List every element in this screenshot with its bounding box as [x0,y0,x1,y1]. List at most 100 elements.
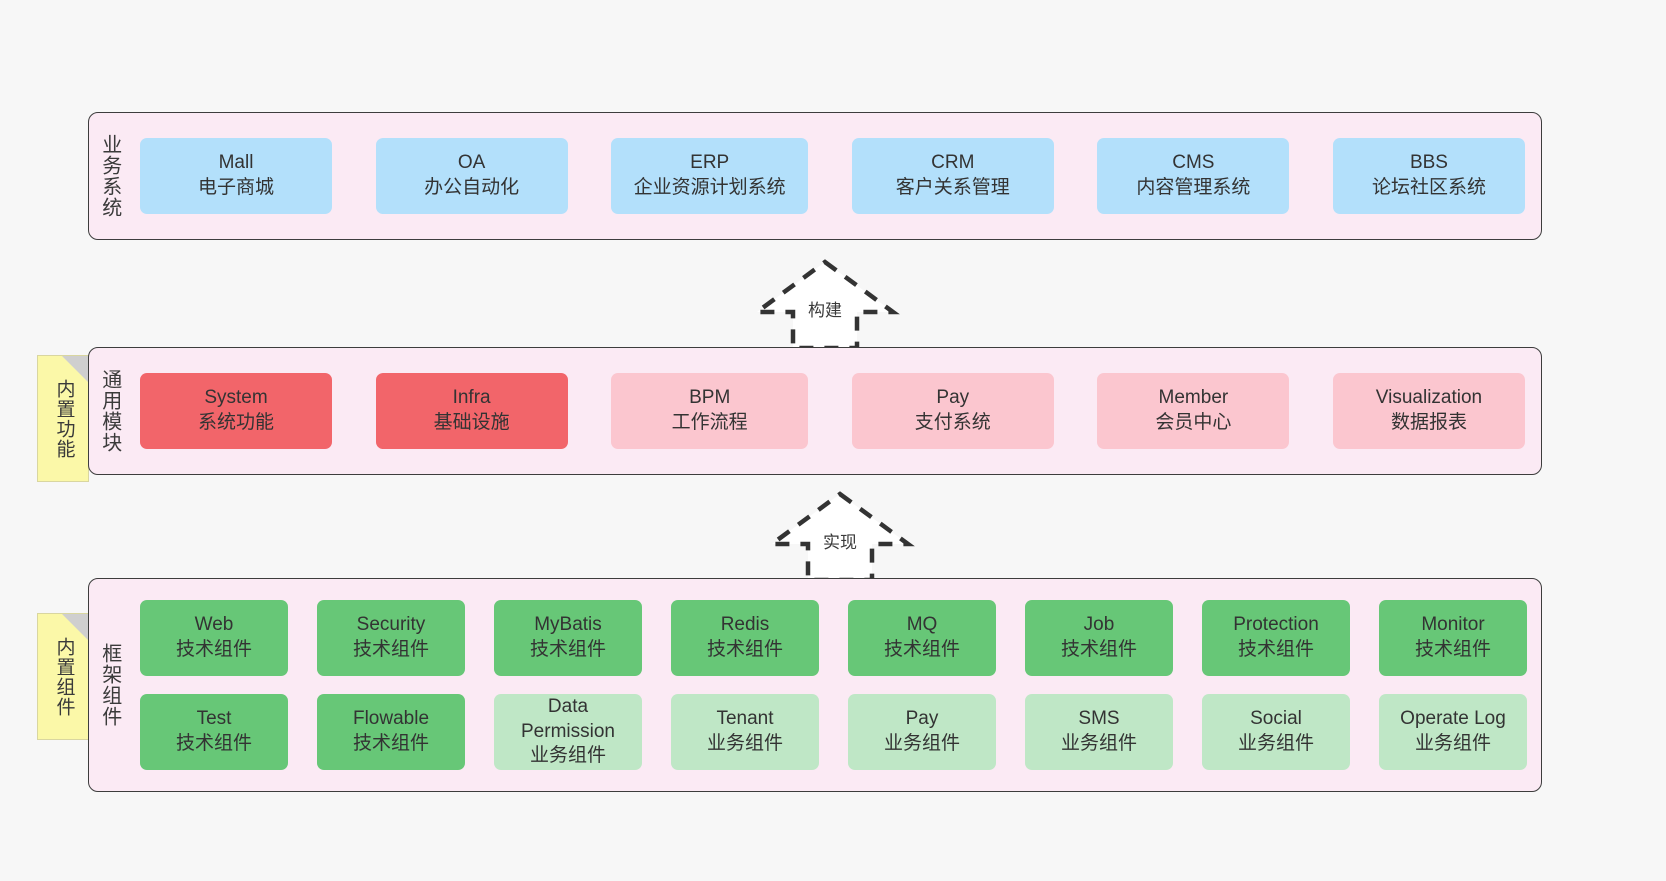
box-mall-name: Mall [218,152,254,174]
box-mybatis[interactable]: MyBatis 技术组件 [494,600,642,676]
box-pay-component-name: Pay [905,708,939,730]
arrow-implement-glyph [765,491,915,582]
box-web-desc: 技术组件 [175,639,252,660]
arrow-implement: 实现 [760,490,920,582]
box-erp-desc: 企业资源计划系统 [633,177,786,198]
box-job[interactable]: Job 技术组件 [1025,600,1173,676]
box-mq-desc: 技术组件 [883,639,960,660]
box-mybatis-name: MyBatis [534,614,602,636]
layer-title-business: 业务系统 [98,134,121,218]
box-infra-desc: 基础设施 [433,412,510,433]
box-mall-desc: 电子商城 [197,177,274,198]
box-system-desc: 系统功能 [197,412,274,433]
layer-framework-components: 框架组件 Web 技术组件 Security 技术组件 MyBatis 技术组件… [88,578,1542,792]
box-visualization-name: Visualization [1375,387,1483,409]
box-monitor-desc: 技术组件 [1414,639,1491,660]
box-infra[interactable]: Infra 基础设施 [375,373,568,449]
box-protection[interactable]: Protection 技术组件 [1202,600,1350,676]
arrow-build: 构建 [745,258,905,350]
box-mybatis-desc: 技术组件 [529,639,606,660]
box-oa-name: OA [457,152,486,174]
box-bpm-desc: 工作流程 [671,412,748,433]
box-oa-desc: 办公自动化 [424,177,520,198]
box-crm[interactable]: CRM 客户关系管理 [851,138,1054,214]
box-flowable[interactable]: Flowable 技术组件 [317,694,465,770]
box-security-desc: 技术组件 [352,639,429,660]
box-protection-desc: 技术组件 [1237,639,1314,660]
box-bpm[interactable]: BPM 工作流程 [611,373,809,449]
box-operate-log-name: Operate Log [1400,708,1506,730]
layer-body-framework: Web 技术组件 Security 技术组件 MyBatis 技术组件 Redi… [129,579,1541,791]
box-monitor-name: Monitor [1421,614,1485,636]
box-system[interactable]: System 系统功能 [140,373,332,449]
box-pay-component[interactable]: Pay 业务组件 [848,694,996,770]
layer-title-modules: 通用模块 [98,369,121,453]
box-social-name: Social [1250,708,1302,730]
box-crm-name: CRM [931,152,975,174]
box-tenant[interactable]: Tenant 业务组件 [671,694,819,770]
box-job-desc: 技术组件 [1060,639,1137,660]
box-test[interactable]: Test 技术组件 [140,694,288,770]
box-protection-name: Protection [1233,614,1319,636]
box-erp-name: ERP [690,152,730,174]
box-job-name: Job [1083,614,1115,636]
box-member-name: Member [1158,387,1229,409]
box-social-desc: 业务组件 [1237,733,1314,754]
box-test-desc: 技术组件 [175,733,252,754]
box-data-permission[interactable]: Data Permission 业务组件 [494,694,642,770]
box-member-desc: 会员中心 [1155,412,1232,433]
box-cms-desc: 内容管理系统 [1136,177,1251,198]
layer-title-framework: 框架组件 [98,643,121,727]
box-tenant-desc: 业务组件 [706,733,783,754]
box-redis-name: Redis [720,614,770,636]
arrow-build-glyph [750,259,900,350]
sticky-note-builtin-features: 内置功能 [37,355,89,482]
box-visualization-desc: 数据报表 [1390,412,1467,433]
business-row: Mall 电子商城 OA 办公自动化 ERP 企业资源计划系统 CRM 客户关系… [140,138,1525,214]
box-web[interactable]: Web 技术组件 [140,600,288,676]
box-system-name: System [204,387,268,409]
box-erp[interactable]: ERP 企业资源计划系统 [611,138,809,214]
box-infra-name: Infra [452,387,491,409]
box-flowable-name: Flowable [352,708,430,730]
box-test-name: Test [196,708,232,730]
box-pay-module-desc: 支付系统 [914,412,991,433]
box-oa[interactable]: OA 办公自动化 [375,138,568,214]
box-mq-name: MQ [906,614,938,636]
box-pay-module[interactable]: Pay 支付系统 [851,373,1054,449]
box-sms[interactable]: SMS 业务组件 [1025,694,1173,770]
box-mall[interactable]: Mall 电子商城 [140,138,332,214]
box-mq[interactable]: MQ 技术组件 [848,600,996,676]
box-sms-name: SMS [1078,708,1120,730]
box-sms-desc: 业务组件 [1060,733,1137,754]
box-cms[interactable]: CMS 内容管理系统 [1097,138,1290,214]
box-redis[interactable]: Redis 技术组件 [671,600,819,676]
box-web-name: Web [194,614,234,636]
box-flowable-desc: 技术组件 [352,733,429,754]
box-monitor[interactable]: Monitor 技术组件 [1379,600,1527,676]
framework-row-business: Test 技术组件 Flowable 技术组件 Data Permission … [140,694,1527,770]
box-security[interactable]: Security 技术组件 [317,600,465,676]
framework-row-tech: Web 技术组件 Security 技术组件 MyBatis 技术组件 Redi… [140,600,1527,676]
box-pay-module-name: Pay [936,387,970,409]
layer-body-modules: System 系统功能 Infra 基础设施 BPM 工作流程 Pay 支付系统… [129,348,1541,474]
box-bpm-name: BPM [689,387,731,409]
layer-business-systems: 业务系统 Mall 电子商城 OA 办公自动化 ERP 企业资源计划系统 CRM… [88,112,1542,240]
layer-common-modules: 通用模块 System 系统功能 Infra 基础设施 BPM 工作流程 Pay… [88,347,1542,475]
box-social[interactable]: Social 业务组件 [1202,694,1350,770]
box-tenant-name: Tenant [716,708,774,730]
box-bbs[interactable]: BBS 论坛社区系统 [1332,138,1525,214]
box-security-name: Security [356,614,426,636]
box-visualization[interactable]: Visualization 数据报表 [1332,373,1525,449]
box-data-permission-desc: 业务组件 [529,745,606,767]
box-operate-log-desc: 业务组件 [1414,733,1491,754]
sticky-note-builtin-components: 内置组件 [37,613,89,740]
box-cms-name: CMS [1172,152,1215,174]
layer-body-business: Mall 电子商城 OA 办公自动化 ERP 企业资源计划系统 CRM 客户关系… [129,113,1541,239]
box-bbs-name: BBS [1409,152,1448,174]
box-member[interactable]: Member 会员中心 [1097,373,1290,449]
box-pay-component-desc: 业务组件 [883,733,960,754]
box-redis-desc: 技术组件 [706,639,783,660]
box-operate-log[interactable]: Operate Log 业务组件 [1379,694,1527,770]
